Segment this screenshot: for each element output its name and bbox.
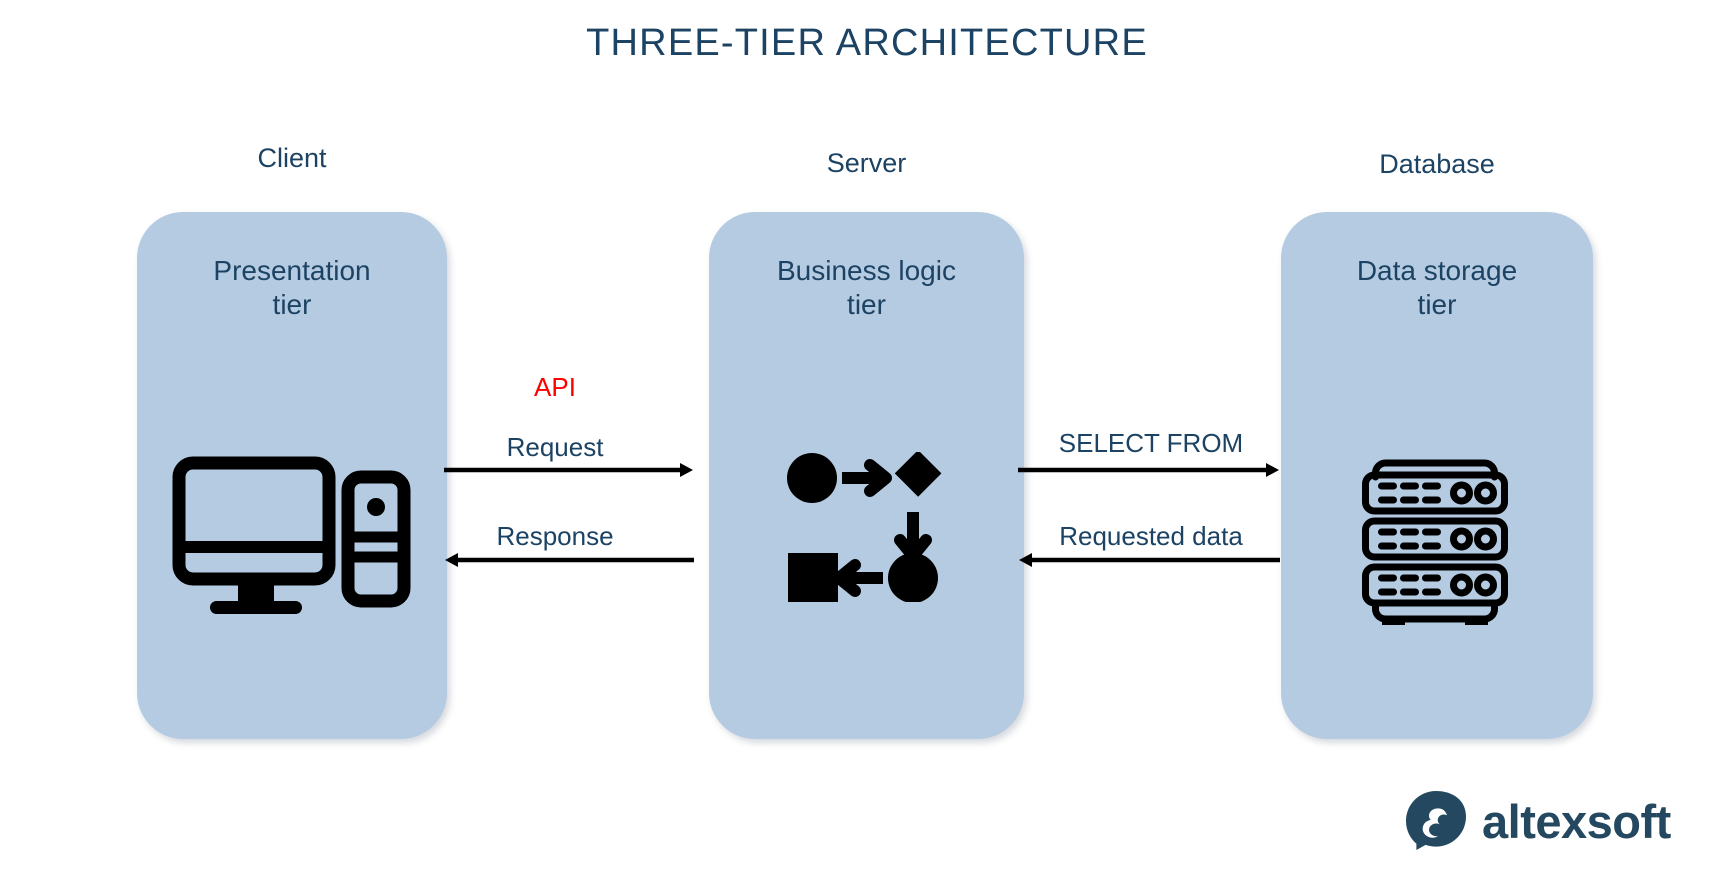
connector-label-select-from: SELECT FROM <box>1058 428 1244 458</box>
tier-card-title-database: Data storage tier <box>1356 255 1518 321</box>
desktop-computer-icon <box>172 455 412 620</box>
arrow-response <box>445 553 694 567</box>
arrow-select-from <box>1018 463 1279 477</box>
arrow-request <box>444 463 693 477</box>
tier-card-title-client: Presentation tier <box>213 255 371 321</box>
brand-logo: altexsoft <box>1404 789 1671 853</box>
page-title: THREE-TIER ARCHITECTURE <box>586 22 1148 64</box>
tier-card-title-server: Business logic tier <box>777 255 956 321</box>
connector-label-requested-data: Requested data <box>1059 521 1243 551</box>
server-rack-icon <box>1358 455 1513 630</box>
connector-label-response: Response <box>496 521 614 551</box>
column-label-client: Client <box>257 143 327 173</box>
connector-label-request: Request <box>506 432 604 462</box>
column-label-server: Server <box>826 148 907 178</box>
connector-label-api: API <box>534 372 576 402</box>
process-flow-icon <box>786 450 946 607</box>
brand-wordmark: altexsoft <box>1482 794 1671 848</box>
altexsoft-bubble-logo <box>1404 789 1468 853</box>
column-label-database: Database <box>1379 149 1495 179</box>
arrow-requested-data <box>1019 553 1280 567</box>
